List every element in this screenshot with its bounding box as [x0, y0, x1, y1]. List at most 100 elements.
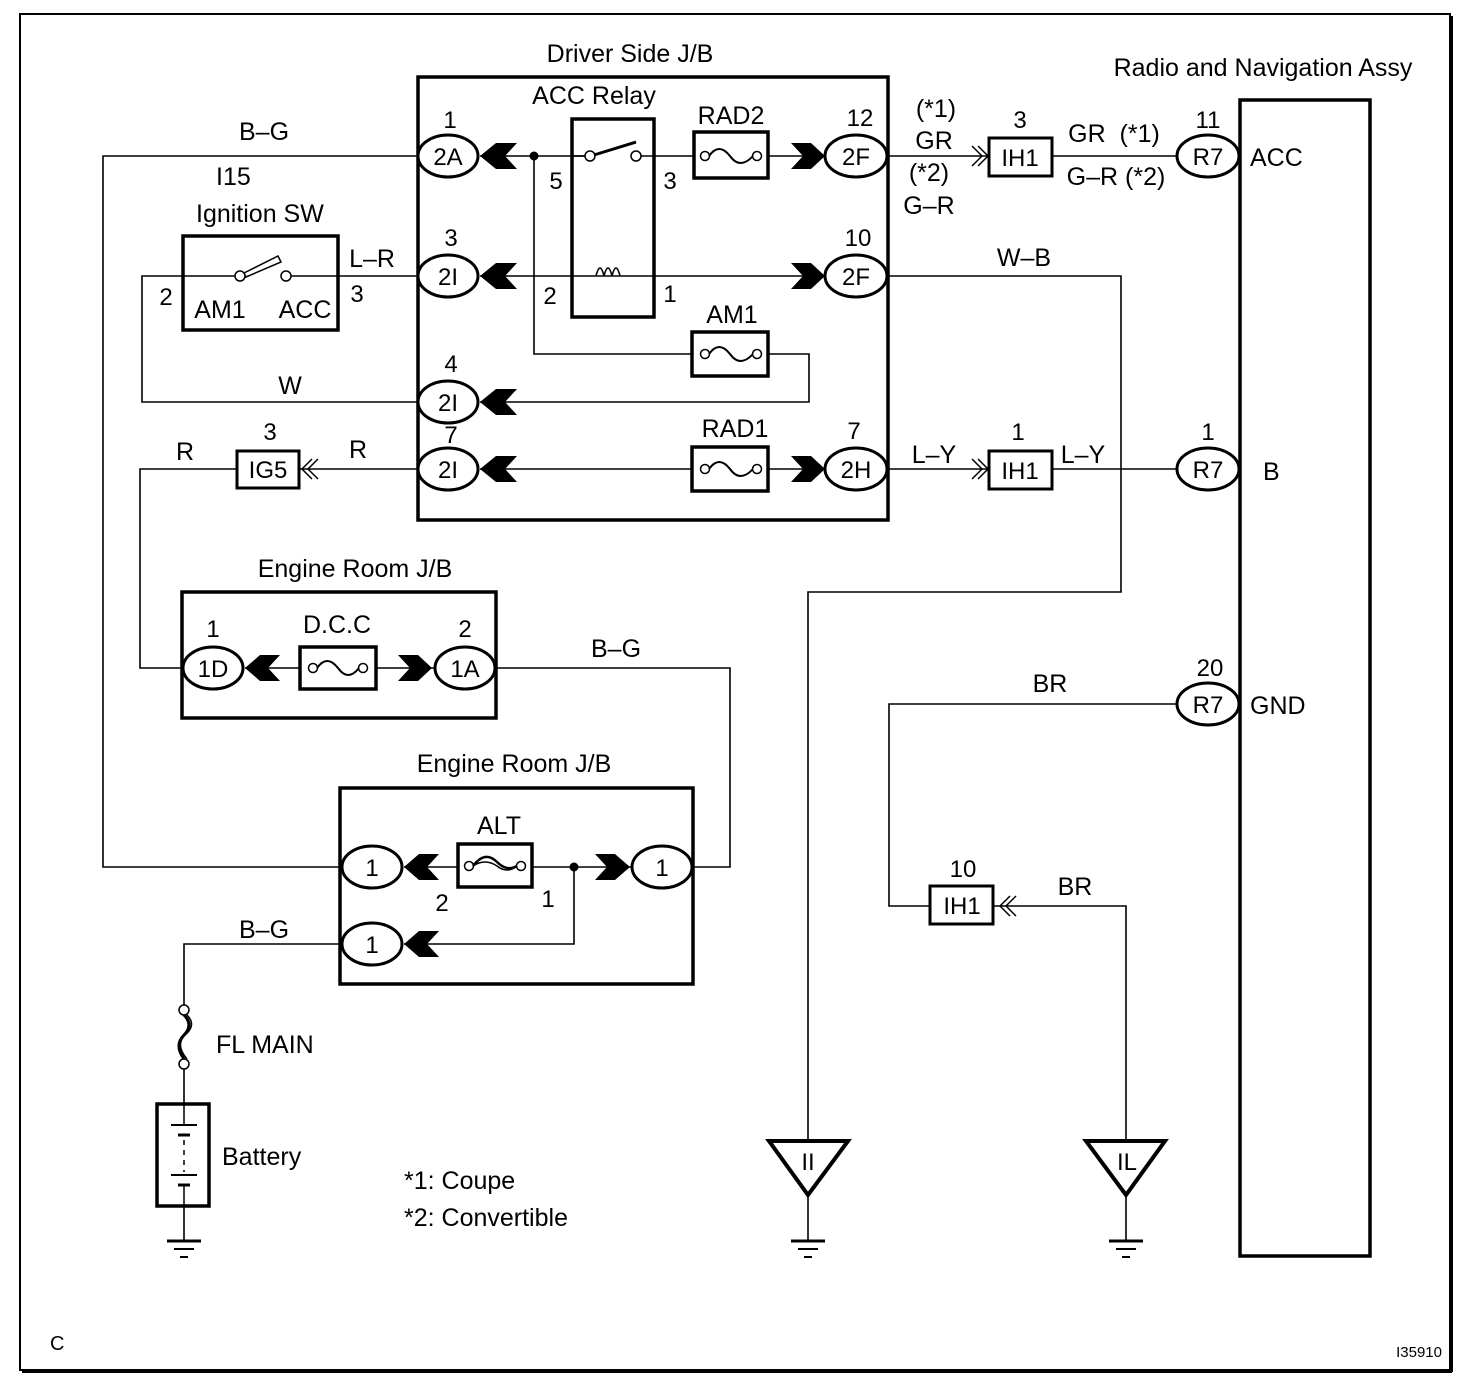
wire-br-top: [888, 703, 1176, 907]
svg-text:B–G: B–G: [239, 118, 289, 146]
fuse-rad1: RAD1: [690, 415, 770, 493]
junction-dot: [569, 862, 579, 872]
svg-text:2: 2: [159, 284, 172, 311]
junction-dot: [529, 151, 539, 161]
svg-text:7: 7: [444, 422, 457, 449]
svg-text:1: 1: [365, 855, 378, 882]
svg-text:R7: R7: [1193, 457, 1224, 484]
svg-text:Ignition SW: Ignition SW: [196, 200, 324, 228]
svg-text:Engine Room J/B: Engine Room J/B: [417, 750, 612, 778]
svg-text:(*1): (*1): [916, 95, 956, 123]
svg-text:D.C.C: D.C.C: [303, 611, 371, 639]
svg-text:3: 3: [1013, 107, 1026, 134]
wire-bg-top: [102, 155, 418, 868]
svg-text:R: R: [349, 436, 367, 464]
svg-text:G–R: G–R: [903, 192, 954, 220]
corner-letter: C: [50, 1333, 64, 1355]
svg-text:W–B: W–B: [997, 244, 1051, 272]
svg-text:1D: 1D: [198, 656, 229, 683]
svg-text:2: 2: [435, 890, 448, 917]
connector-ig5: IG5 3: [235, 419, 319, 490]
svg-text:L–Y: L–Y: [912, 441, 957, 469]
connector-2h-7: 2H 7: [791, 418, 889, 492]
connector-2f-10: 2F 10: [791, 225, 889, 299]
fuse-dcc: D.C.C: [298, 611, 378, 691]
note-coupe: *1: Coupe: [404, 1167, 515, 1195]
svg-text:7: 7: [847, 418, 860, 445]
ignition-switch: I15 Ignition SW 2 3 AM1 ACC: [159, 163, 364, 332]
fuse-am1: AM1: [690, 301, 770, 378]
connector-ih1-1: IH1 1: [971, 419, 1054, 491]
svg-text:1: 1: [1011, 419, 1024, 446]
connector-1a: 1A 2: [398, 616, 497, 691]
svg-text:1: 1: [443, 107, 456, 134]
svg-text:B–G: B–G: [591, 635, 641, 663]
svg-text:1A: 1A: [450, 656, 479, 683]
ground-icon: [167, 1239, 201, 1258]
svg-text:IH1: IH1: [1001, 458, 1038, 485]
radio-navigation-assy: Radio and Navigation Assy ACC B GND R7 1…: [1114, 54, 1413, 1258]
relay-coil-icon: [595, 267, 621, 277]
connector-2a: 2A 1: [416, 107, 517, 179]
connector-2i-3: 2I 3: [416, 225, 517, 299]
svg-text:(*2): (*2): [909, 159, 949, 187]
svg-text:1: 1: [663, 281, 676, 308]
footnotes: *1: Coupe *2: Convertible: [404, 1167, 568, 1232]
wire-bg-mid: [496, 667, 731, 868]
svg-text:2: 2: [543, 283, 556, 310]
battery: Battery: [155, 1102, 302, 1208]
svg-text:2I: 2I: [438, 264, 458, 291]
svg-text:3: 3: [444, 225, 457, 252]
svg-text:RAD1: RAD1: [702, 415, 769, 443]
fl-main-fuse: FL MAIN: [177, 1004, 314, 1070]
svg-text:ACC Relay: ACC Relay: [532, 82, 656, 110]
svg-text:Radio and Navigation Assy: Radio and Navigation Assy: [1114, 54, 1413, 82]
svg-text:12: 12: [847, 105, 874, 132]
svg-text:20: 20: [1197, 655, 1224, 682]
wire-labels: B–G L–R W R R (*1) GR (*2) G–R GR (*1) G…: [176, 95, 1165, 944]
svg-text:FL MAIN: FL MAIN: [216, 1031, 314, 1059]
svg-text:2A: 2A: [433, 144, 462, 171]
svg-text:R: R: [176, 438, 194, 466]
svg-text:I15: I15: [216, 163, 251, 191]
svg-text:IH1: IH1: [943, 893, 980, 920]
ground-point-il: IL: [1082, 1139, 1169, 1199]
connector-2i-4: 2I 4: [416, 351, 517, 425]
figure-id: I35910: [1396, 1344, 1442, 1361]
wire-br-bottom: [994, 905, 1127, 1140]
connector-1d: 1D 1: [181, 616, 280, 691]
wire-bg-bottom: [183, 943, 342, 1006]
svg-text:1: 1: [541, 886, 554, 913]
connector-ih1-10: IH1 10: [928, 856, 1017, 926]
svg-text:4: 4: [444, 351, 457, 378]
svg-text:10: 10: [845, 225, 872, 252]
svg-text:1: 1: [655, 855, 668, 882]
svg-text:2H: 2H: [841, 457, 872, 484]
svg-text:1: 1: [365, 932, 378, 959]
svg-text:II: II: [801, 1149, 814, 1176]
svg-text:2F: 2F: [842, 144, 870, 171]
svg-text:W: W: [278, 372, 302, 400]
svg-text:1: 1: [1201, 419, 1214, 446]
svg-text:IG5: IG5: [249, 457, 288, 484]
svg-text:2I: 2I: [438, 457, 458, 484]
wires: [102, 155, 1176, 1240]
svg-text:3: 3: [263, 419, 276, 446]
driver-side-jb: Driver Side J/B ACC Relay 5 3 2 1 RAD2 A…: [416, 40, 890, 522]
connector-r7-11: R7 11: [1175, 107, 1241, 179]
wire-w: [141, 275, 418, 403]
connector-alt-left: 1: [340, 844, 439, 890]
svg-text:3: 3: [663, 168, 676, 195]
connector-ih1-3: IH1 3: [971, 107, 1054, 178]
engine-room-jb-1: Engine Room J/B 1D 1 D.C.C 1A 2: [180, 555, 498, 720]
svg-text:IH1: IH1: [1001, 145, 1038, 172]
svg-text:ALT: ALT: [477, 812, 521, 840]
ground-icon: [791, 1239, 825, 1258]
fuse-rad2: RAD2: [692, 102, 770, 180]
svg-text:G–R (*2): G–R (*2): [1067, 163, 1166, 191]
driver-jb-title: Driver Side J/B: [547, 40, 714, 68]
svg-text:ACC: ACC: [279, 296, 332, 324]
engine-room-jb-2: Engine Room J/B 1 ALT 2 1 1 1: [338, 750, 695, 986]
svg-text:10: 10: [950, 856, 977, 883]
